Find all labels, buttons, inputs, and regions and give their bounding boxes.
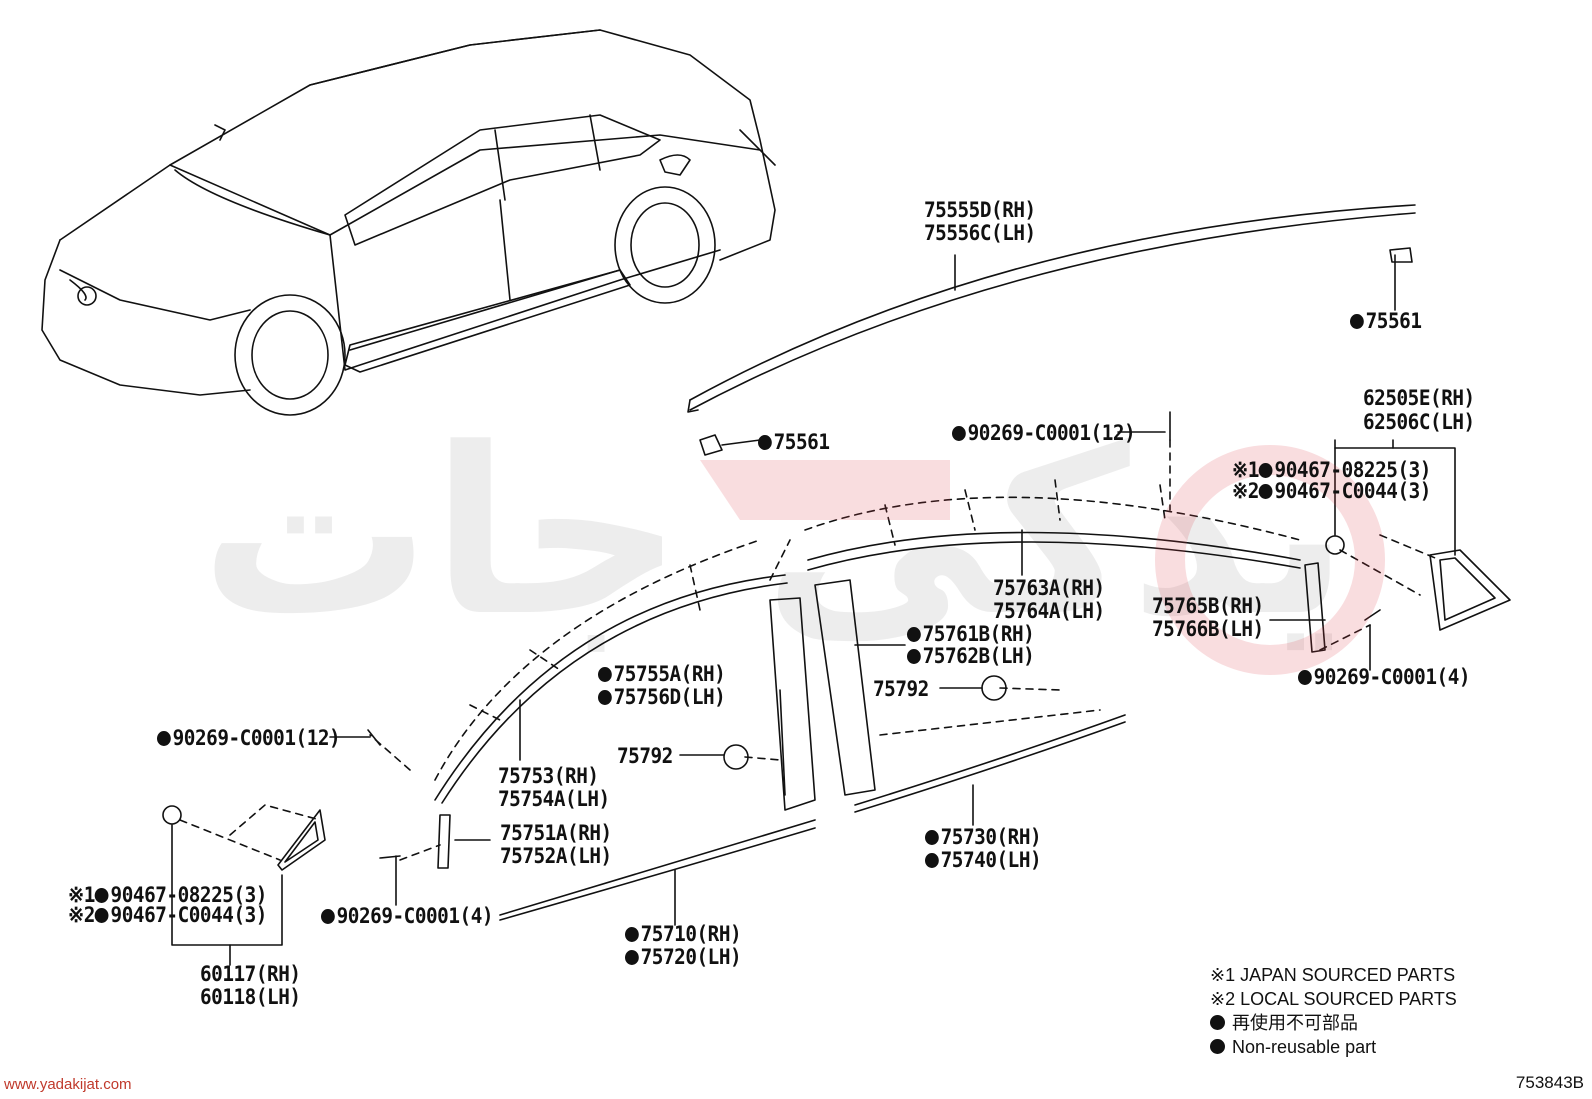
nonreusable-dot-icon bbox=[598, 667, 612, 682]
label-90269-right: 90269-C0001(4) bbox=[1298, 665, 1471, 689]
nonreusable-dot-icon bbox=[1258, 463, 1273, 478]
label-90269-bottom: 90269-C0001(4) bbox=[321, 904, 494, 928]
label-75755A: 75755A(RH) bbox=[598, 662, 726, 686]
legend-note1: ※1 JAPAN SOURCED PARTS bbox=[1210, 965, 1456, 985]
label-75556C: 75556C(LH) bbox=[924, 221, 1036, 245]
triangle-garnish-parts bbox=[162, 439, 1511, 966]
roof-moulding-part bbox=[687, 204, 1416, 456]
label-75765B: 75765B(RH) bbox=[1152, 594, 1264, 618]
nonreusable-dot-icon bbox=[598, 690, 612, 705]
label-62506C: 62506C(LH) bbox=[1363, 410, 1475, 434]
nonreusable-dot-icon bbox=[1210, 1039, 1225, 1054]
legend-nonreusable-en: Non-reusable part bbox=[1210, 1035, 1376, 1059]
nonreusable-dot-icon bbox=[157, 731, 171, 746]
label-60118: 60118(LH) bbox=[200, 985, 301, 1009]
legend-note2: ※2 LOCAL SOURCED PARTS bbox=[1210, 989, 1457, 1009]
label-75792-right: 75792 bbox=[873, 677, 929, 701]
label-75751A: 75751A(RH) bbox=[500, 821, 612, 845]
label-75756D: 75756D(LH) bbox=[598, 685, 726, 709]
nonreusable-dot-icon bbox=[907, 649, 921, 664]
nonreusable-dot-icon bbox=[952, 426, 966, 441]
label-75762B: 75762B(LH) bbox=[907, 644, 1035, 668]
label-75740: 75740(LH) bbox=[925, 848, 1042, 872]
label-75561-top: 75561 bbox=[1350, 309, 1422, 333]
label-75754A: 75754A(LH) bbox=[498, 787, 610, 811]
nonreusable-dot-icon bbox=[925, 853, 939, 868]
watermark-logo-text: یدکی جات bbox=[200, 400, 1349, 667]
nonreusable-dot-icon bbox=[1210, 1015, 1225, 1030]
label-75730: 75730(RH) bbox=[925, 825, 1042, 849]
watermark-accent bbox=[700, 445, 1385, 675]
label-75555D: 75555D(RH) bbox=[924, 198, 1036, 222]
clip-leader-lines bbox=[329, 411, 1381, 906]
legend-nonreusable-jp: 再使用不可部品 bbox=[1210, 1011, 1358, 1035]
label-75764A: 75764A(LH) bbox=[993, 599, 1105, 623]
label-75766B: 75766B(LH) bbox=[1152, 617, 1264, 641]
nonreusable-dot-icon bbox=[625, 927, 639, 942]
label-60117: 60117(RH) bbox=[200, 962, 301, 986]
label-75753: 75753(RH) bbox=[498, 764, 599, 788]
label-75561-mid: 75561 bbox=[758, 430, 830, 454]
diagram-code: 753843B bbox=[1515, 1073, 1584, 1092]
nonreusable-dot-icon bbox=[94, 908, 109, 923]
watermark-site-url[interactable]: www.yadakijat.com bbox=[4, 1076, 132, 1093]
label-62505E: 62505E(RH) bbox=[1363, 386, 1475, 410]
nonreusable-dot-icon bbox=[625, 950, 639, 965]
nonreusable-dot-icon bbox=[907, 627, 921, 642]
label-90269-left: 90269-C0001(12) bbox=[157, 726, 341, 750]
nonreusable-dot-icon bbox=[758, 435, 772, 450]
door-frame-mouldings bbox=[434, 529, 1326, 926]
nonreusable-dot-icon bbox=[1298, 670, 1312, 685]
guide-dashed-lines bbox=[179, 439, 1441, 861]
car-illustration bbox=[41, 29, 776, 416]
label-75752A: 75752A(LH) bbox=[500, 844, 612, 868]
nonreusable-dot-icon bbox=[94, 888, 109, 903]
nonreusable-dot-icon bbox=[1350, 314, 1364, 329]
label-75720: 75720(LH) bbox=[625, 945, 742, 969]
label-75792-left: 75792 bbox=[617, 744, 673, 768]
nonreusable-dot-icon bbox=[925, 830, 939, 845]
label-75710: 75710(RH) bbox=[625, 922, 742, 946]
label-75761B: 75761B(RH) bbox=[907, 622, 1035, 646]
label-90269-top: 90269-C0001(12) bbox=[952, 421, 1136, 445]
nonreusable-dot-icon bbox=[321, 909, 335, 924]
nonreusable-dot-icon bbox=[1258, 484, 1273, 499]
label-75763A: 75763A(RH) bbox=[993, 576, 1105, 600]
